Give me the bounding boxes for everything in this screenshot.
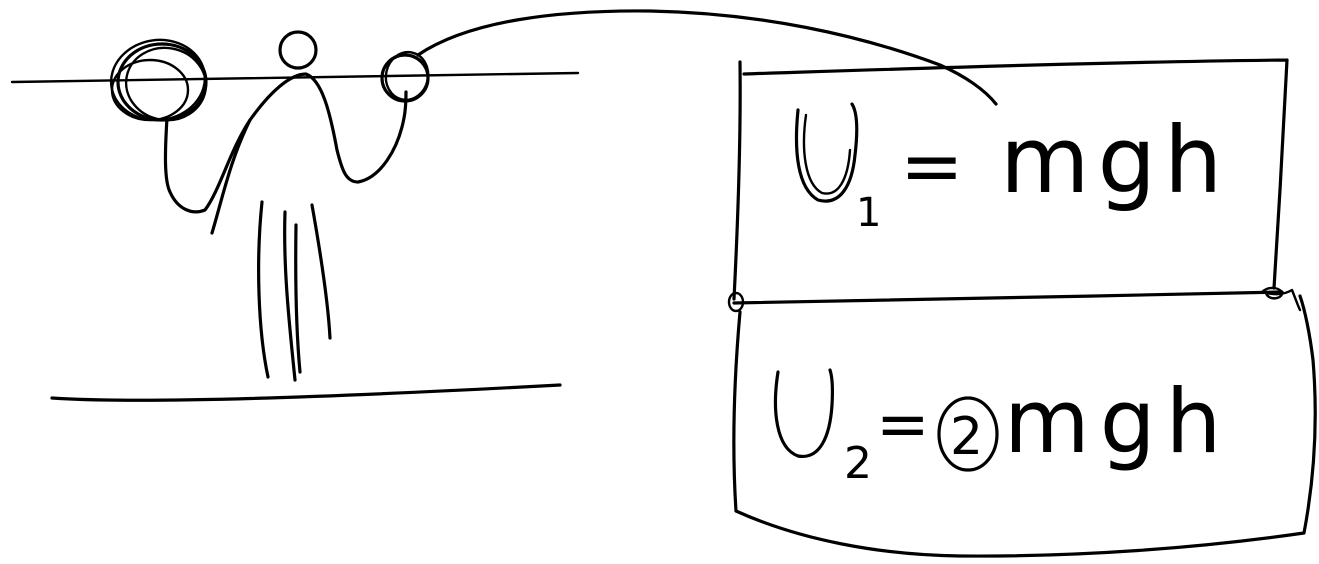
corner-loop-right (1260, 286, 1302, 312)
person-head (278, 30, 318, 70)
equation-box-top-frame (732, 58, 1289, 305)
equation-box-bottom: U 2 = 2 mgh (732, 294, 1317, 558)
ground-line (50, 383, 562, 402)
equation-box-top: U 1 = mgh (732, 58, 1289, 305)
circled-factor-ring (937, 396, 999, 472)
top-u-letter (794, 102, 859, 203)
circled-factor-value: 2 (950, 407, 983, 467)
lift-illustration (10, 30, 580, 402)
person-body-outline (163, 72, 408, 214)
top-u-letter-text: U (800, 199, 802, 201)
corner-loop-left (727, 291, 745, 313)
height-reference-line (10, 71, 580, 84)
person-leg-inner-left (283, 210, 297, 382)
equation-box-bottom-frame (732, 294, 1317, 558)
connector-arrow (416, 9, 998, 106)
person-leg-inner-right (294, 223, 302, 374)
bottom-equals: = (876, 388, 930, 462)
bottom-subscript: 2 (844, 438, 872, 489)
person-leg-outer-left (257, 200, 270, 379)
small-weight-icon (380, 50, 430, 103)
person-left-side (210, 118, 252, 235)
top-equals: = (900, 121, 964, 210)
large-weight-icon (109, 38, 208, 122)
person-leg-outer-right (310, 203, 332, 340)
top-subscript: 1 (856, 190, 881, 236)
bottom-rhs: mgh (1004, 370, 1231, 473)
bottom-u-letter (773, 368, 834, 458)
bottom-u-letter-text: U (780, 455, 782, 457)
top-rhs: mgh (1000, 107, 1230, 214)
